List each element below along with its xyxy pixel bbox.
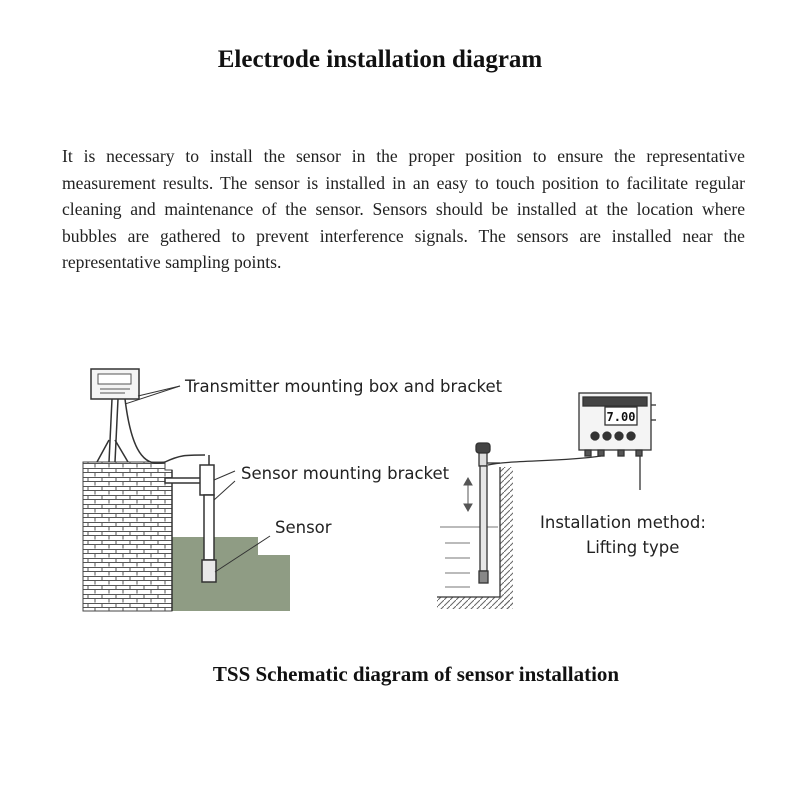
tank [437, 467, 513, 609]
controller-unit: 7.00 [578, 392, 656, 457]
controller-display-reading: 7.00 [607, 410, 636, 424]
intro-paragraph: It is necessary to install the sensor in… [62, 146, 745, 272]
label-lifting-type: Lifting type [586, 538, 679, 557]
page-title: Electrode installation diagram [217, 46, 543, 73]
transmitter-bracket [96, 398, 206, 465]
label-transmitter: Transmitter mounting box and bracket [184, 377, 503, 396]
label-installation-method: Installation method: [540, 513, 706, 532]
lift-arrow-icon [463, 476, 473, 513]
left-installation-diagram: Transmitter mounting box and bracket Sen… [82, 368, 503, 612]
sensor-cable [487, 455, 602, 466]
label-mounting-bracket: Sensor mounting bracket [241, 464, 450, 483]
label-sensor: Sensor [275, 518, 332, 537]
transmitter-box [90, 368, 140, 400]
lifting-sensor [475, 442, 500, 584]
right-installation-diagram: 7.00 [437, 392, 706, 609]
water-body [153, 537, 290, 611]
brick-wall [82, 461, 173, 612]
diagram-caption: TSS Schematic diagram of sensor installa… [212, 662, 620, 686]
leader-lines [124, 385, 271, 573]
